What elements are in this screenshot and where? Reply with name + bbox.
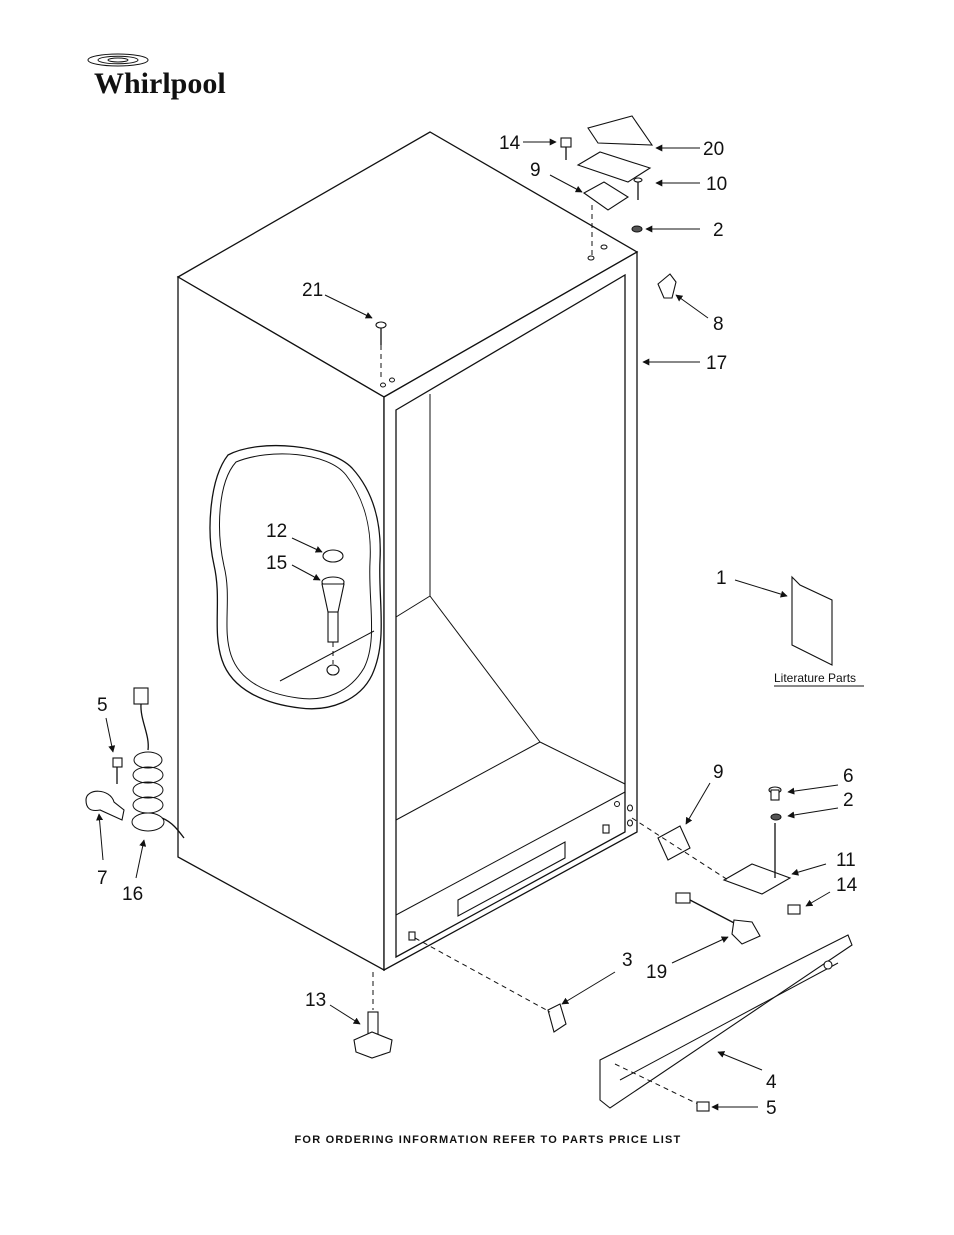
hinge-cover-part (587, 115, 654, 146)
drain-cap-part (322, 549, 344, 563)
switch-harness-part (675, 892, 761, 945)
hinge-hole-right (602, 824, 610, 834)
callout-2-bottom: 2 (843, 790, 854, 811)
callout-17: 17 (706, 353, 727, 374)
hinge-pin-part (768, 786, 782, 801)
hinge-shim-top-part (582, 181, 630, 211)
bottom-hinge-part (722, 823, 792, 895)
callout-7: 7 (97, 868, 108, 889)
callout-13: 13 (305, 990, 326, 1011)
callout-labels: 14 20 9 10 2 21 8 17 12 15 1 5 9 6 2 11 … (97, 133, 858, 1119)
callout-1: 1 (716, 568, 727, 589)
screw-kick-plate-part (696, 1101, 710, 1112)
cabinet-left-side (177, 275, 385, 972)
callout-9-bottom: 9 (713, 762, 724, 783)
kick-grille-slot (457, 841, 566, 917)
ordering-info-footer: FOR ORDERING INFORMATION REFER TO PARTS … (295, 1134, 682, 1146)
callout-14-bottom: 14 (836, 875, 858, 896)
cabinet-body (176, 131, 639, 972)
logo-swirl-icon (87, 53, 149, 67)
callout-15: 15 (266, 553, 287, 574)
leveling-leg-part (353, 972, 393, 1059)
side-cutaway (209, 445, 382, 710)
callout-5-left: 5 (97, 695, 108, 716)
screw-top-part (560, 137, 572, 160)
callout-21: 21 (302, 280, 323, 301)
leader-arrows (96, 138, 839, 1111)
whirlpool-logo: Whirlpool (87, 53, 226, 100)
kick-plate-part (599, 934, 853, 1109)
bracket-alignment-line (414, 937, 551, 1013)
callout-14-top: 14 (499, 133, 521, 154)
callout-5-bottom: 5 (766, 1098, 777, 1119)
washer-bottom-part (770, 813, 782, 821)
literature-booklet-part (791, 575, 833, 666)
cabinet-opening (395, 273, 626, 959)
screw-bottom-part (787, 904, 801, 915)
callout-10: 10 (706, 174, 727, 195)
callout-6: 6 (843, 766, 854, 787)
bottom-hinge-alignment-line (631, 817, 729, 881)
cord-clamp-part (85, 790, 125, 821)
literature-parts-label: Literature Parts (774, 671, 856, 685)
power-cord-part (131, 687, 185, 839)
top-holes (380, 244, 633, 827)
callout-16: 16 (122, 884, 143, 905)
callout-4: 4 (766, 1072, 777, 1093)
hinge-hole-left (408, 931, 416, 941)
drain-tube-part (321, 576, 345, 676)
screw-left-part (112, 757, 123, 784)
kick-plate-alignment-line (614, 1063, 701, 1106)
top-hinge-part (576, 151, 652, 200)
top-plug-part (375, 321, 387, 380)
door-stop-clip-part (657, 273, 677, 299)
callout-20: 20 (703, 139, 724, 160)
callout-19: 19 (646, 962, 667, 983)
callout-12: 12 (266, 521, 287, 542)
hinge-shim-bottom-part (657, 825, 691, 861)
callout-11: 11 (836, 850, 856, 871)
bottom-hinge-bracket-part (547, 1003, 567, 1033)
cabinet-interior (395, 394, 626, 941)
callout-9-top: 9 (530, 160, 541, 181)
callout-2-top: 2 (713, 220, 724, 241)
washer-top-part (631, 225, 643, 233)
callout-3: 3 (622, 950, 633, 971)
callout-8: 8 (713, 314, 724, 335)
logo-wordmark: Whirlpool (94, 67, 226, 100)
